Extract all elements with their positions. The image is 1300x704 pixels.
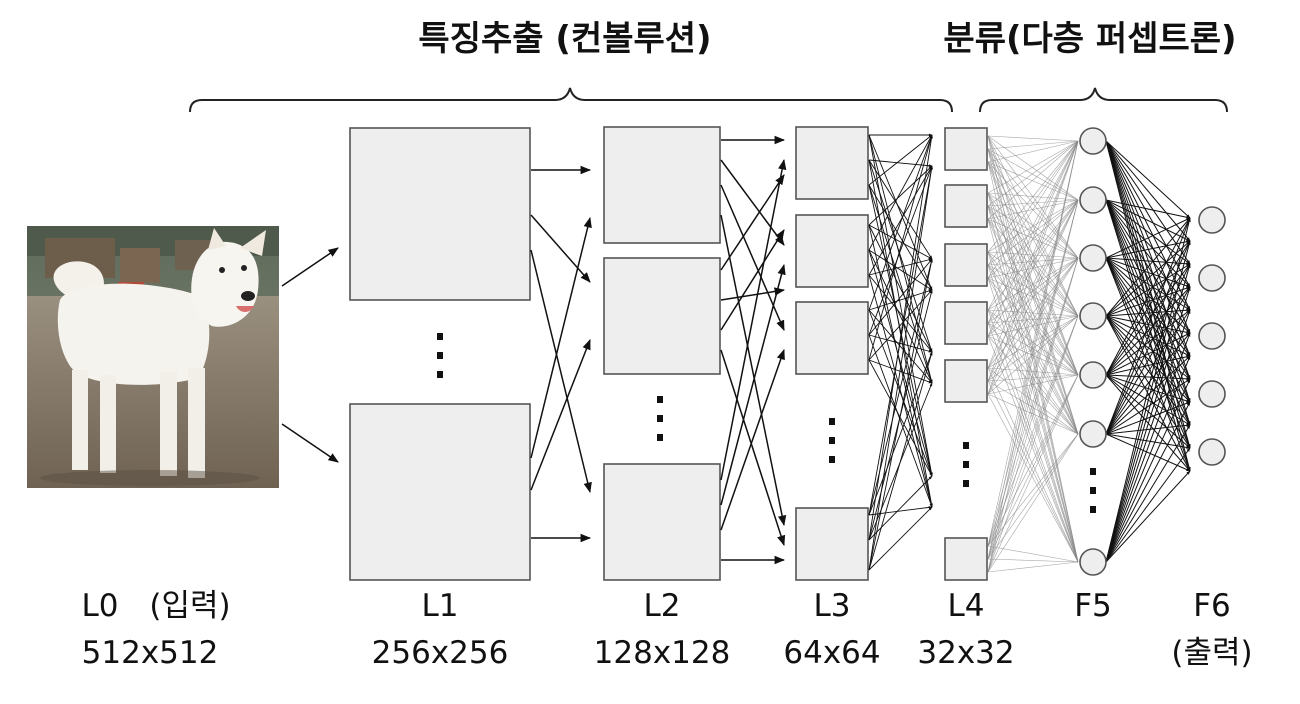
f5-neuron-4	[1079, 302, 1107, 330]
f6-neuron-4	[1198, 380, 1226, 408]
input-to-l1-top-arrow	[281, 247, 339, 287]
l3-feature-map-4	[795, 507, 869, 581]
f5-neuron-2	[1079, 186, 1107, 214]
l0-label: L0	[82, 588, 119, 624]
f5-label: F5	[1074, 588, 1112, 624]
l0-note: (입력)	[149, 588, 230, 624]
l4-ellipsis	[963, 442, 969, 487]
l0-size: 512x512	[82, 635, 219, 671]
classification-heading: 분류(다층 퍼셉트론)	[943, 19, 1236, 59]
f5-to-f6-connections	[1105, 140, 1191, 563]
l3-feature-map-3	[795, 301, 869, 375]
input-dog-image	[27, 226, 279, 488]
f5-neurons	[1079, 127, 1107, 576]
l2-feature-map-3	[603, 463, 721, 581]
l4-feature-map-5	[944, 359, 988, 403]
l3-ellipsis	[829, 418, 835, 463]
f5-neuron-6	[1079, 420, 1107, 448]
l2-to-l3-connections	[720, 135, 787, 565]
l3-feature-map-2	[795, 214, 869, 288]
l4-size: 32x32	[917, 635, 1014, 671]
f5-neuron-3	[1079, 244, 1107, 272]
l3-to-l4-connections	[868, 133, 933, 571]
l4-feature-maps	[944, 127, 988, 581]
l4-feature-map-3	[944, 243, 988, 287]
feature-extraction-heading: 특징추출 (컨볼루션)	[418, 19, 711, 59]
feature-extraction-brace	[189, 87, 953, 113]
l1-ellipsis	[437, 333, 443, 378]
l2-feature-map-2	[603, 257, 721, 375]
l1-feature-map-bottom	[349, 403, 531, 581]
input-to-l1-bottom-arrow	[281, 423, 339, 463]
f5-neuron-1	[1079, 127, 1107, 155]
f6-label: F6	[1193, 588, 1231, 624]
l1-feature-map-top	[349, 127, 531, 301]
f6-output-neurons	[1198, 206, 1226, 466]
f6-neuron-1	[1198, 206, 1226, 234]
l2-ellipsis	[657, 396, 663, 441]
l4-feature-map-6	[944, 537, 988, 581]
f6-neuron-3	[1198, 322, 1226, 350]
l2-feature-map-1	[603, 126, 721, 244]
l2-label: L2	[644, 588, 681, 624]
l4-label: L4	[948, 588, 985, 624]
l2-size: 128x128	[594, 635, 731, 671]
l1-size: 256x256	[372, 635, 509, 671]
l3-label: L3	[814, 588, 851, 624]
l3-feature-map-1	[795, 126, 869, 200]
l4-feature-map-1	[944, 127, 988, 171]
l1-to-l2-connections	[530, 165, 592, 543]
l3-size: 64x64	[783, 635, 880, 671]
f5-neuron-5	[1079, 361, 1107, 389]
f6-neuron-5	[1198, 438, 1226, 466]
f6-neuron-2	[1198, 264, 1226, 292]
f6-note: (출력)	[1171, 635, 1252, 671]
classification-brace	[979, 87, 1228, 113]
f5-neuron-7	[1079, 548, 1107, 576]
l4-feature-map-2	[944, 184, 988, 228]
f5-ellipsis	[1090, 468, 1096, 513]
l4-to-f5-connections	[987, 135, 1079, 573]
l1-label: L1	[422, 588, 459, 624]
l4-feature-map-4	[944, 301, 988, 345]
